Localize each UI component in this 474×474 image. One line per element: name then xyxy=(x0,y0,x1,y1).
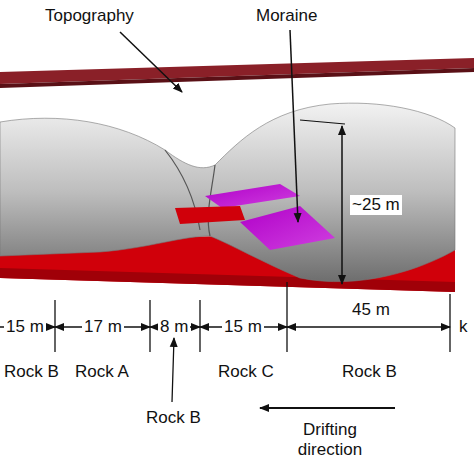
rock-label: Rock B xyxy=(146,408,201,428)
leader-line xyxy=(300,120,345,124)
moraine-plane xyxy=(205,184,300,208)
rock-label: Rock C xyxy=(218,362,274,382)
leader-arrow xyxy=(172,338,174,402)
leader-arrow xyxy=(120,32,182,92)
dimension-label: 15 m xyxy=(222,317,264,337)
layer-label: Moraine xyxy=(256,6,317,26)
dimension-label: 15 m xyxy=(4,317,46,337)
dimension-label: k xyxy=(459,317,468,337)
rock-label: Rock A xyxy=(75,362,129,382)
dimension-label: 45 m xyxy=(350,300,392,320)
rock-label: Rock B xyxy=(342,362,397,382)
topography-edge xyxy=(0,68,474,88)
layer-label: Topography xyxy=(45,6,134,26)
dimension-ticks xyxy=(55,282,450,352)
rock-wedge xyxy=(175,206,245,224)
dimension-label: 8 m xyxy=(158,317,190,337)
rock-label: Rock B xyxy=(4,362,59,382)
leader-arrow xyxy=(290,30,298,222)
dimension-label: 17 m xyxy=(82,317,124,337)
direction-label: Drifting direction xyxy=(270,420,390,460)
dimension-label: ~25 m xyxy=(350,195,402,215)
surface xyxy=(0,103,455,281)
dimension-line xyxy=(287,326,450,327)
moraine-plane xyxy=(240,206,335,250)
dimension-line xyxy=(341,126,343,284)
direction-arrow xyxy=(260,407,395,409)
